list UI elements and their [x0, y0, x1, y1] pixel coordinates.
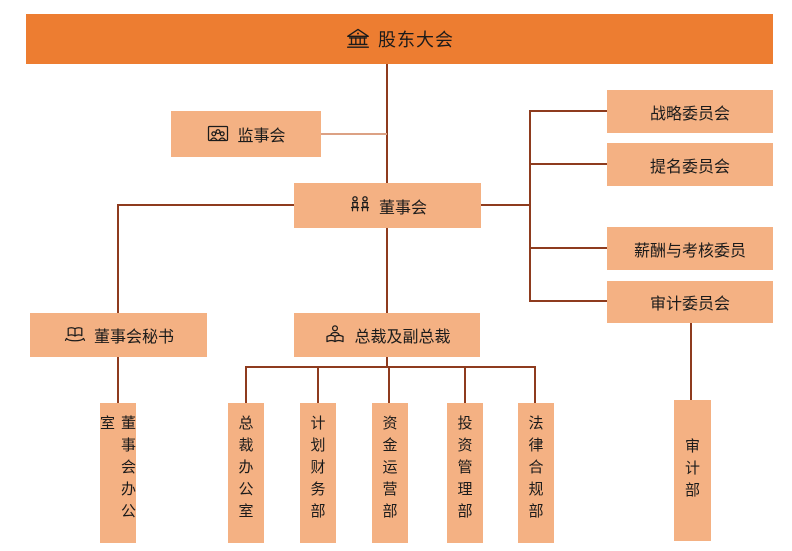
connector-branch-compensation	[529, 247, 607, 249]
node-board-secretary[interactable]: 董事会秘书	[30, 313, 207, 357]
connector-drop-president-office	[245, 366, 247, 403]
node-board-of-directors[interactable]: 董事会	[294, 183, 481, 228]
connector-board-president	[386, 228, 388, 313]
connector-branch-audit-committee	[529, 300, 607, 302]
node-supervisory-board[interactable]: 监事会	[171, 111, 321, 157]
connector-drop-capital	[388, 366, 390, 403]
node-label-supervisory: 监事会	[237, 126, 286, 145]
connector-drop-investment	[464, 366, 466, 403]
node-planning-finance-dept[interactable]: 计划财务部	[300, 403, 336, 543]
connector-branch-strategy	[529, 110, 607, 112]
connector-secretary-drop	[117, 204, 119, 314]
connector-root-trunk	[386, 64, 388, 183]
node-audit-committee[interactable]: 审计委员会	[607, 281, 773, 323]
node-label-shareholders: 股东大会	[378, 30, 454, 51]
connector-drop-finance	[317, 366, 319, 403]
node-label-secretary: 董事会秘书	[93, 327, 174, 346]
person-desk-icon	[323, 323, 347, 347]
node-label-board: 董事会	[378, 197, 427, 217]
node-compensation-committee[interactable]: 薪酬与考核委员	[607, 227, 773, 270]
node-president[interactable]: 总裁及副总裁	[294, 313, 480, 357]
node-label-compensation: 薪酬与考核委员	[633, 240, 746, 260]
connector-drop-legal	[534, 366, 536, 403]
node-label-strategy: 战略委员会	[649, 103, 730, 123]
connector-secretary-office	[117, 357, 119, 403]
node-nomination-committee[interactable]: 提名委员会	[607, 143, 773, 186]
node-label-president: 总裁及副总裁	[354, 327, 451, 346]
node-shareholders-meeting[interactable]: 股东大会	[26, 14, 773, 64]
meeting-icon	[348, 194, 372, 218]
book-hand-icon	[63, 323, 87, 347]
connector-branch-nomination	[529, 163, 607, 165]
group-frame-icon	[206, 122, 230, 146]
connector-board-right	[480, 204, 530, 206]
node-board-office[interactable]: 董事会办公室	[98, 403, 137, 543]
node-capital-operations-dept[interactable]: 资金运营部	[372, 403, 408, 543]
connector-president-stub	[386, 357, 388, 366]
node-strategy-committee[interactable]: 战略委员会	[607, 90, 773, 133]
bank-icon	[345, 26, 371, 52]
node-label-nomination: 提名委员会	[649, 156, 730, 176]
node-president-office[interactable]: 总裁办公室	[228, 403, 264, 543]
node-audit-dept[interactable]: 审计部	[674, 400, 711, 541]
node-label-audit-committee: 审计委员会	[649, 294, 730, 313]
connector-department-bus	[245, 366, 536, 368]
connector-supervisory-branch	[321, 133, 387, 135]
connector-audit-dept	[690, 323, 692, 400]
node-investment-management-dept[interactable]: 投资管理部	[447, 403, 483, 543]
connector-board-left	[117, 204, 295, 206]
node-legal-compliance-dept[interactable]: 法律合规部	[518, 403, 554, 543]
connector-committee-trunk	[529, 110, 531, 302]
